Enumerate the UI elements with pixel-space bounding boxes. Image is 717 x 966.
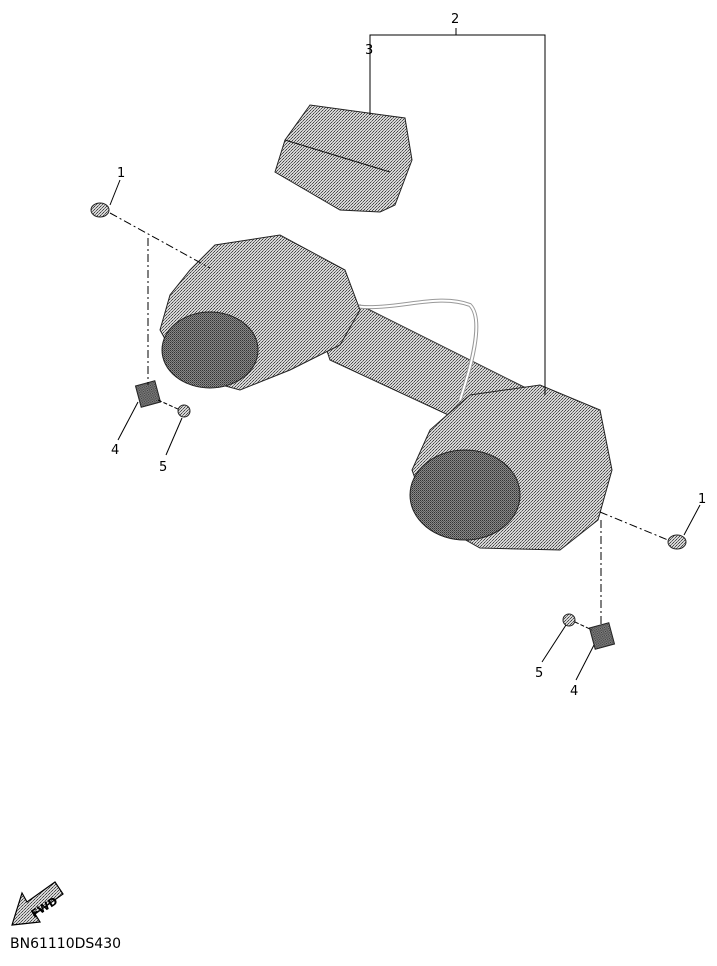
callout-1-left: 1 — [117, 166, 125, 181]
nut-part-left — [177, 404, 191, 418]
callout-2: 2 — [451, 12, 459, 27]
callout-3: 3 — [365, 43, 373, 58]
diagram-code: BN61110DS430 — [10, 936, 122, 952]
right-headlight-unit-part — [409, 384, 613, 551]
clip-part-right — [588, 622, 616, 650]
nut-part-right — [562, 613, 576, 627]
leader-lines — [109, 28, 701, 681]
bolt-part-left — [90, 202, 110, 218]
left-headlight-unit-part — [159, 234, 361, 391]
fwd-arrow-icon: FWD — [11, 881, 64, 926]
clip-part-left — [134, 380, 162, 408]
callout-5-right: 5 — [535, 666, 543, 681]
bolt-part-right — [667, 534, 687, 550]
control-module-part — [274, 104, 413, 213]
callout-4-right: 4 — [570, 684, 578, 699]
callout-1-right: 1 — [698, 492, 706, 507]
callout-5-left: 5 — [159, 460, 167, 475]
callout-4-left: 4 — [111, 443, 119, 458]
